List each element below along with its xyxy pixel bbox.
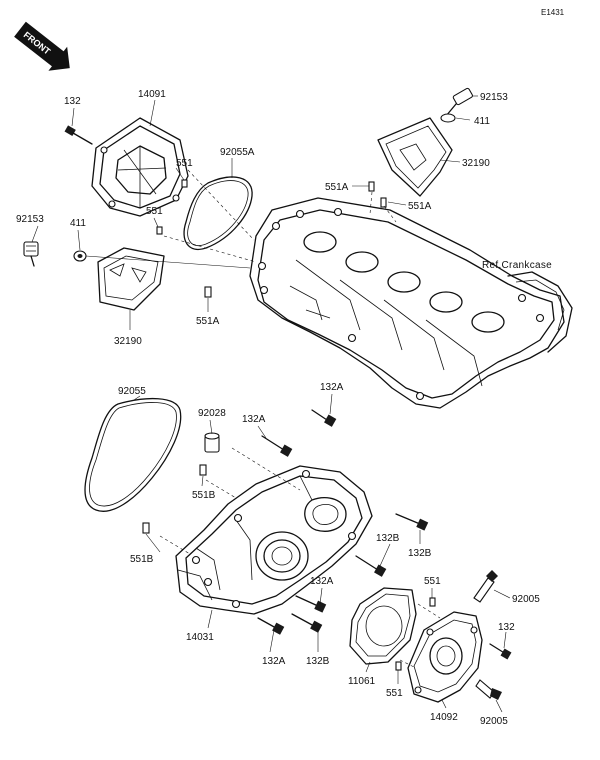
label-132-upper: 132 (64, 96, 81, 107)
label-92055: 92055 (118, 386, 146, 397)
label-132A-3: 132A (310, 576, 334, 587)
label-32190-left: 32190 (114, 336, 142, 347)
bolt-132B-3 (291, 613, 323, 633)
label-92005-top: 92005 (512, 594, 540, 605)
label-551A-1: 551A (325, 182, 349, 193)
bolt-92153-left (23, 241, 39, 267)
label-92153-left: 92153 (16, 214, 44, 225)
label-11061: 11061 (348, 676, 376, 687)
label-92153-right: 92153 (480, 92, 508, 103)
label-551-bot: 551 (386, 688, 403, 699)
label-32190-right: 32190 (462, 158, 490, 169)
washer-411-left (73, 250, 87, 262)
label-551B-2: 551B (130, 554, 154, 565)
label-92028: 92028 (198, 408, 226, 419)
cover-14092 (407, 611, 483, 703)
label-132B-3: 132B (306, 656, 330, 667)
bolt-132A-2 (261, 435, 293, 457)
pin-551-bot (395, 661, 402, 671)
bolt-132A-1 (311, 409, 337, 427)
bolt-132-lower (489, 643, 512, 660)
oring-92055 (84, 397, 182, 512)
ref-crankcase-label: Ref.Crankcase (482, 260, 552, 271)
pin-551B-2 (142, 522, 150, 534)
label-14092: 14092 (430, 712, 458, 723)
gasket-11061 (349, 587, 417, 665)
label-551B-1: 551B (192, 490, 216, 501)
pin-551A-2 (380, 197, 387, 208)
pin-551B-1 (199, 464, 207, 476)
pin-551-top (181, 179, 188, 188)
bolt-132B-2 (355, 555, 387, 577)
front-arrow-icon: FRONT (14, 21, 70, 71)
label-551-top: 551 (176, 158, 193, 169)
label-411-left: 411 (70, 218, 86, 229)
label-132A-2: 132A (242, 414, 266, 425)
bracket-32190-right (377, 117, 453, 197)
bolt-132B-1 (395, 513, 429, 531)
bolt-132A-4 (257, 617, 285, 635)
fitting-92005-bottom (475, 679, 502, 700)
pin-551-mid (156, 226, 163, 235)
label-411-right: 411 (474, 116, 490, 127)
washer-411-right (440, 113, 456, 123)
label-132A-4: 132A (262, 656, 286, 667)
gear-cover-14031 (175, 465, 373, 615)
bolt-132A-3 (295, 595, 327, 613)
cover-14091 (91, 117, 189, 217)
label-551A-2: 551A (408, 201, 432, 212)
label-551A-3: 551A (196, 316, 220, 327)
bolt-92153-right (445, 87, 473, 117)
part-labels: 132 14091 551 551 92055A 92153 411 32190… (16, 89, 552, 727)
label-551-low: 551 (424, 576, 441, 587)
crankcase-upper (249, 197, 573, 409)
label-132B-1: 132B (376, 533, 400, 544)
label-132A-1: 132A (320, 382, 344, 393)
diagram-code: E1431 (541, 8, 565, 17)
label-92055A: 92055A (220, 147, 255, 158)
pin-551-low (429, 597, 436, 607)
label-132-lower: 132 (498, 622, 515, 633)
label-92005-bottom: 92005 (480, 716, 508, 727)
leader-lines (31, 95, 511, 713)
bracket-32190-left (97, 247, 165, 311)
bolt-132-upper (64, 125, 93, 145)
fitting-92005-top (473, 570, 498, 603)
collar-92028 (204, 432, 220, 453)
pin-551A-1 (368, 181, 375, 192)
label-132B-2: 132B (408, 548, 432, 559)
label-14031: 14031 (186, 632, 214, 643)
label-551-mid: 551 (146, 206, 163, 217)
label-14091: 14091 (138, 89, 166, 100)
pin-551A-3 (204, 286, 212, 298)
